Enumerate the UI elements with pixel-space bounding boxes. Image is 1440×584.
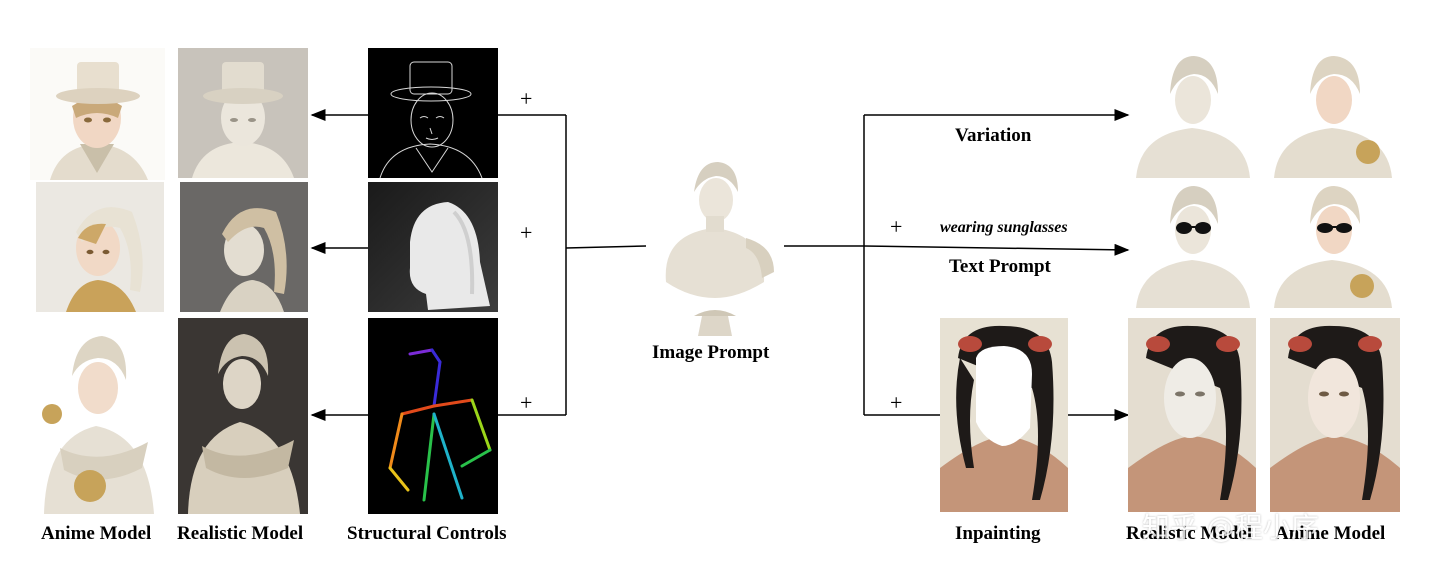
realistic-bust-turban-image xyxy=(180,182,308,312)
image-prompt-label: Image Prompt xyxy=(652,342,770,363)
plus-sign-inpainting: + xyxy=(890,390,903,415)
depth-map-control-image xyxy=(368,182,498,312)
inpainting-realistic-result-image xyxy=(1128,318,1256,512)
anime-bust-turban-image xyxy=(36,182,164,312)
sunglasses-anime-bust-image xyxy=(1270,182,1398,310)
anime-model-label-left: Anime Model xyxy=(41,523,152,544)
sunglasses-realistic-bust-image xyxy=(1130,182,1256,310)
text-prompt-label: Text Prompt xyxy=(949,256,1051,277)
realistic-bust-draped-image xyxy=(178,318,308,514)
variation-anime-bust-image xyxy=(1270,50,1398,180)
structural-controls-label: Structural Controls xyxy=(347,523,507,544)
inpainting-anime-result-image xyxy=(1270,318,1400,512)
plus-sign-text-prompt: + xyxy=(890,214,903,239)
watermark: 知乎 @程小序 xyxy=(1142,511,1319,544)
realistic-model-label-left: Realistic Model xyxy=(177,523,304,544)
variation-label: Variation xyxy=(955,125,1032,146)
text-prompt-content: wearing sunglasses xyxy=(940,219,1068,236)
canny-edge-control-image xyxy=(368,48,498,178)
inpainting-label: Inpainting xyxy=(955,523,1041,544)
realistic-bust-top-hat-image xyxy=(178,48,308,178)
anime-model-label-right: Anime Model xyxy=(1275,523,1386,544)
pose-skeleton-control-image xyxy=(368,318,498,514)
anime-bust-top-hat-image xyxy=(30,48,165,180)
plus-sign-edge: + xyxy=(520,86,533,111)
realistic-model-label-right: Realistic Model xyxy=(1126,523,1253,544)
plus-sign-depth: + xyxy=(520,220,533,245)
variation-realistic-bust-image xyxy=(1130,50,1256,180)
anime-bust-draped-image xyxy=(30,318,166,514)
plus-sign-pose: + xyxy=(520,390,533,415)
image-prompt-bust-image xyxy=(646,158,784,338)
inpainting-masked-input-image xyxy=(940,318,1068,512)
